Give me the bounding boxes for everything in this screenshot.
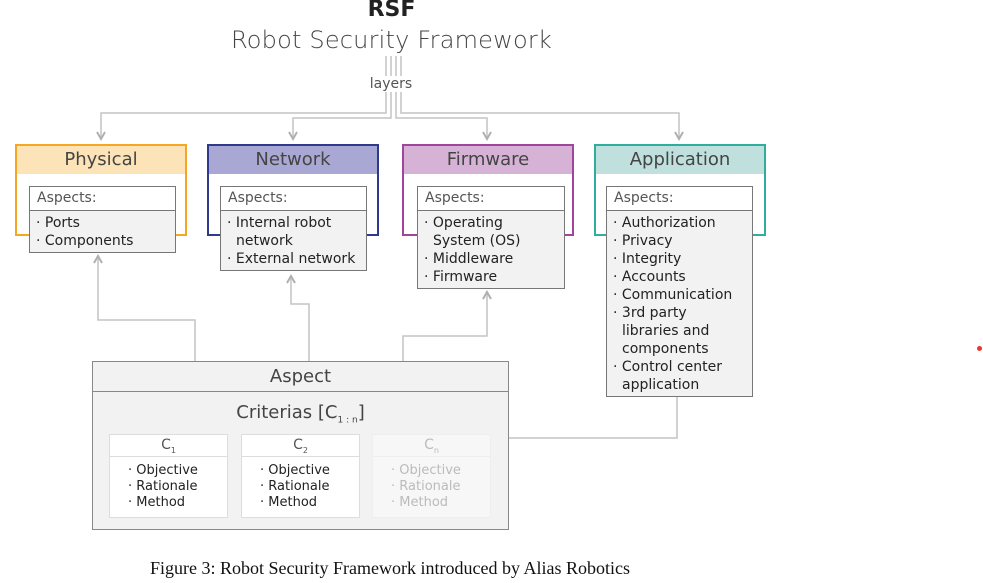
arrowhead-network xyxy=(288,131,298,142)
aspect-item: Privacy xyxy=(613,232,746,250)
red-marker-dot xyxy=(977,346,982,351)
arrowhead-firmware xyxy=(482,131,492,142)
figure-caption: Figure 3: Robot Security Framework intro… xyxy=(150,558,630,578)
aspect-title: Aspect xyxy=(93,362,508,392)
aspect-item: Components xyxy=(36,232,169,250)
aspects-label: Aspects: xyxy=(221,187,366,211)
aspect-item: Authorization xyxy=(613,214,746,232)
arrowhead-up-physical xyxy=(93,253,103,264)
criteria-item: Rationale xyxy=(128,479,227,495)
criteria-title: Cn xyxy=(373,435,490,457)
criterias-label: Criterias [C1 : n] xyxy=(236,402,365,426)
application-aspects-box: Aspects: Authorization Privacy Integrity… xyxy=(606,186,753,397)
aspects-label: Aspects: xyxy=(418,187,564,211)
criteria-item: Method xyxy=(260,495,359,511)
connector-network xyxy=(292,56,392,138)
criteria-title: C2 xyxy=(242,435,359,457)
criteria-item: Rationale xyxy=(391,479,490,495)
arrowhead-up-network xyxy=(286,273,296,284)
criteria-item: Method xyxy=(128,495,227,511)
connector-physical xyxy=(100,56,387,138)
aspect-item: External network xyxy=(227,250,360,268)
aspect-item: Accounts xyxy=(613,268,746,286)
aspect-item: Communication xyxy=(613,286,746,304)
layer-physical-title: Physical xyxy=(17,146,185,174)
criteria-item: Objective xyxy=(128,463,227,479)
criteria-item: Objective xyxy=(260,463,359,479)
connector-firmware xyxy=(395,56,488,138)
connector-aspect-application xyxy=(509,388,678,439)
arrowhead-physical xyxy=(96,131,106,142)
criteria-card-2: C2 Objective Rationale Method xyxy=(241,434,360,518)
aspect-item: 3rd party libraries and components xyxy=(613,304,746,358)
physical-aspects-box: Aspects: Ports Components xyxy=(29,186,176,253)
criteria-item: Rationale xyxy=(260,479,359,495)
criteria-title: C1 xyxy=(110,435,227,457)
aspect-box: Aspect Criterias [C1 : n] C1 Objective R… xyxy=(92,361,509,530)
layer-network-title: Network xyxy=(209,146,377,174)
aspect-item: Control center application xyxy=(613,358,746,394)
aspects-label: Aspects: xyxy=(607,187,752,211)
layer-firmware-title: Firmware xyxy=(404,146,572,174)
criteria-card-1: C1 Objective Rationale Method xyxy=(109,434,228,518)
firmware-aspects-box: Aspects: Operating System (OS) Middlewar… xyxy=(417,186,565,289)
criteria-item: Objective xyxy=(391,463,490,479)
arrowhead-up-firmware xyxy=(482,289,492,300)
aspect-item: Integrity xyxy=(613,250,746,268)
aspect-item: Operating System (OS) xyxy=(424,214,558,250)
criteria-item: Method xyxy=(391,495,490,511)
aspect-item: Middleware xyxy=(424,250,558,268)
connector-application xyxy=(400,56,680,138)
arrowhead-application xyxy=(674,131,684,142)
aspect-item: Internal robot network xyxy=(227,214,360,250)
connector-aspect-firmware xyxy=(402,294,488,361)
diagram-title-short: RSF xyxy=(367,0,416,22)
layers-label: layers xyxy=(360,76,422,92)
network-aspects-box: Aspects: Internal robot network External… xyxy=(220,186,367,271)
connector-aspect-physical xyxy=(97,258,196,361)
diagram-title-full: Robot Security Framework xyxy=(230,26,553,54)
aspects-label: Aspects: xyxy=(30,187,175,211)
criteria-card-n: Cn Objective Rationale Method xyxy=(372,434,491,518)
aspect-item: Firmware xyxy=(424,268,558,286)
connector-aspect-network xyxy=(290,278,310,361)
layer-application-title: Application xyxy=(596,146,764,174)
aspect-item: Ports xyxy=(36,214,169,232)
